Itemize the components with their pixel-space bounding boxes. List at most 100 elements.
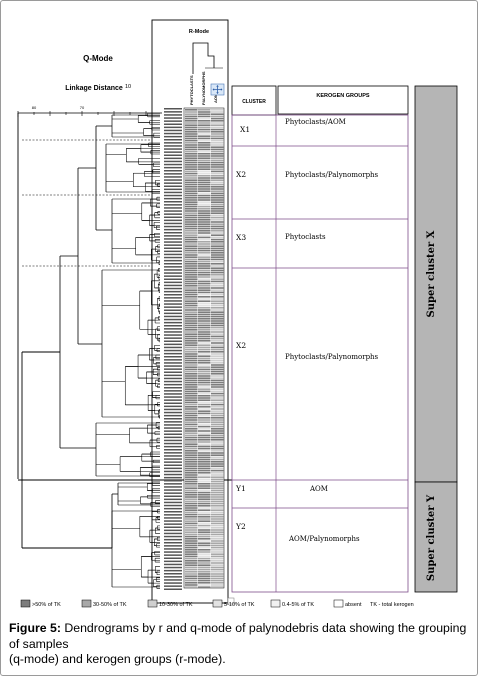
dendrogram-branch	[157, 367, 160, 371]
matrix-cell	[185, 159, 198, 162]
matrix-cell	[198, 254, 211, 256]
matrix-cell	[211, 247, 224, 250]
matrix-cell	[211, 115, 224, 118]
matrix-cell	[211, 137, 224, 140]
matrix-cell	[198, 395, 211, 397]
sample-code	[164, 142, 182, 144]
matrix-cell	[185, 373, 198, 375]
matrix-cell	[211, 329, 224, 331]
matrix-cell	[185, 566, 198, 569]
dendrogram-branch	[158, 281, 160, 286]
matrix-cell	[198, 417, 211, 419]
matrix-cell	[185, 458, 198, 461]
matrix-cell	[185, 278, 198, 280]
dendrogram-branch	[158, 409, 160, 413]
matrix-cell	[198, 474, 211, 476]
dendrogram-branch	[153, 162, 160, 167]
axis-ticks	[17, 111, 147, 117]
matrix-cell	[198, 487, 211, 489]
sample-code	[164, 380, 182, 383]
matrix-cell	[211, 412, 224, 415]
dendrogram-branch	[21, 351, 112, 549]
matrix-cell	[198, 555, 211, 558]
matrix-cell	[185, 564, 198, 566]
matrix-cell	[198, 157, 211, 159]
matrix-cell	[211, 285, 224, 287]
matrix-cell	[198, 117, 211, 120]
dendrogram-branch	[106, 143, 160, 193]
dendrogram-branch	[96, 422, 160, 477]
matrix-cell	[185, 546, 198, 549]
dendrogram-branch	[151, 465, 160, 471]
matrix-cell	[211, 423, 224, 426]
sample-code	[164, 383, 182, 386]
matrix-cell	[185, 148, 198, 151]
matrix-cell	[198, 318, 211, 320]
dendrogram-branch	[154, 566, 160, 573]
sample-code	[164, 182, 182, 184]
matrix-cell	[185, 311, 198, 313]
sample-code	[164, 266, 182, 268]
matrix-cell	[198, 148, 211, 151]
kerogen-group: Phytoclasts/Palynomorphs	[285, 353, 379, 361]
matrix-cell	[185, 225, 198, 228]
matrix-cell	[211, 359, 224, 362]
sample-code	[164, 238, 182, 240]
matrix-cell	[198, 377, 211, 379]
matrix-cell	[211, 267, 224, 269]
matrix-cell	[198, 315, 211, 318]
matrix-cell	[185, 139, 198, 142]
matrix-cell	[211, 485, 224, 487]
matrix-cell	[185, 214, 198, 217]
sample-code	[164, 160, 182, 163]
matrix-cell	[211, 194, 224, 197]
sample-code	[164, 194, 182, 197]
matrix-cell	[185, 256, 198, 258]
matrix-cell	[185, 454, 198, 456]
dendrogram-branch	[149, 120, 160, 125]
matrix-cell	[211, 164, 224, 166]
sample-code	[164, 532, 182, 535]
matrix-cell	[211, 120, 224, 122]
sample-code	[164, 560, 182, 563]
sample-code	[164, 579, 182, 581]
matrix-cell	[185, 450, 198, 452]
matrix-cell	[185, 571, 198, 573]
matrix-cell	[185, 271, 198, 274]
matrix-cell	[211, 230, 224, 232]
matrix-cell	[198, 509, 211, 511]
matrix-cell	[185, 430, 198, 432]
sample-code	[164, 232, 182, 234]
matrix-cell	[198, 278, 211, 280]
sample-code	[164, 250, 182, 253]
matrix-cell	[198, 210, 211, 212]
matrix-cell	[185, 190, 198, 192]
matrix-cell	[198, 203, 211, 206]
matrix-cell	[185, 535, 198, 538]
resize-handle[interactable]	[227, 597, 235, 605]
matrix-cell	[211, 414, 224, 417]
matrix-cell	[211, 353, 224, 355]
matrix-cell	[198, 586, 211, 588]
matrix-cell	[198, 452, 211, 454]
matrix-cell	[185, 456, 198, 459]
legend-label: 30-50% of TK	[93, 602, 127, 608]
matrix-cell	[198, 249, 211, 252]
matrix-cell	[211, 549, 224, 551]
matrix-cell	[198, 337, 211, 340]
matrix-cell	[198, 208, 211, 210]
matrix-cell	[185, 496, 198, 498]
legend-label: >50% of TK	[32, 602, 61, 608]
kerogen-group: AOM	[309, 485, 328, 493]
matrix-cell	[198, 199, 211, 201]
matrix-cell	[198, 175, 211, 177]
matrix-cell	[198, 153, 211, 155]
matrix-cell	[198, 304, 211, 307]
matrix-cell	[211, 315, 224, 318]
sample-code	[164, 148, 182, 150]
matrix-cell	[198, 265, 211, 267]
move-handle-icon[interactable]	[210, 83, 225, 96]
matrix-cell	[211, 190, 224, 192]
matrix-cell	[185, 527, 198, 529]
matrix-cell	[198, 456, 211, 459]
